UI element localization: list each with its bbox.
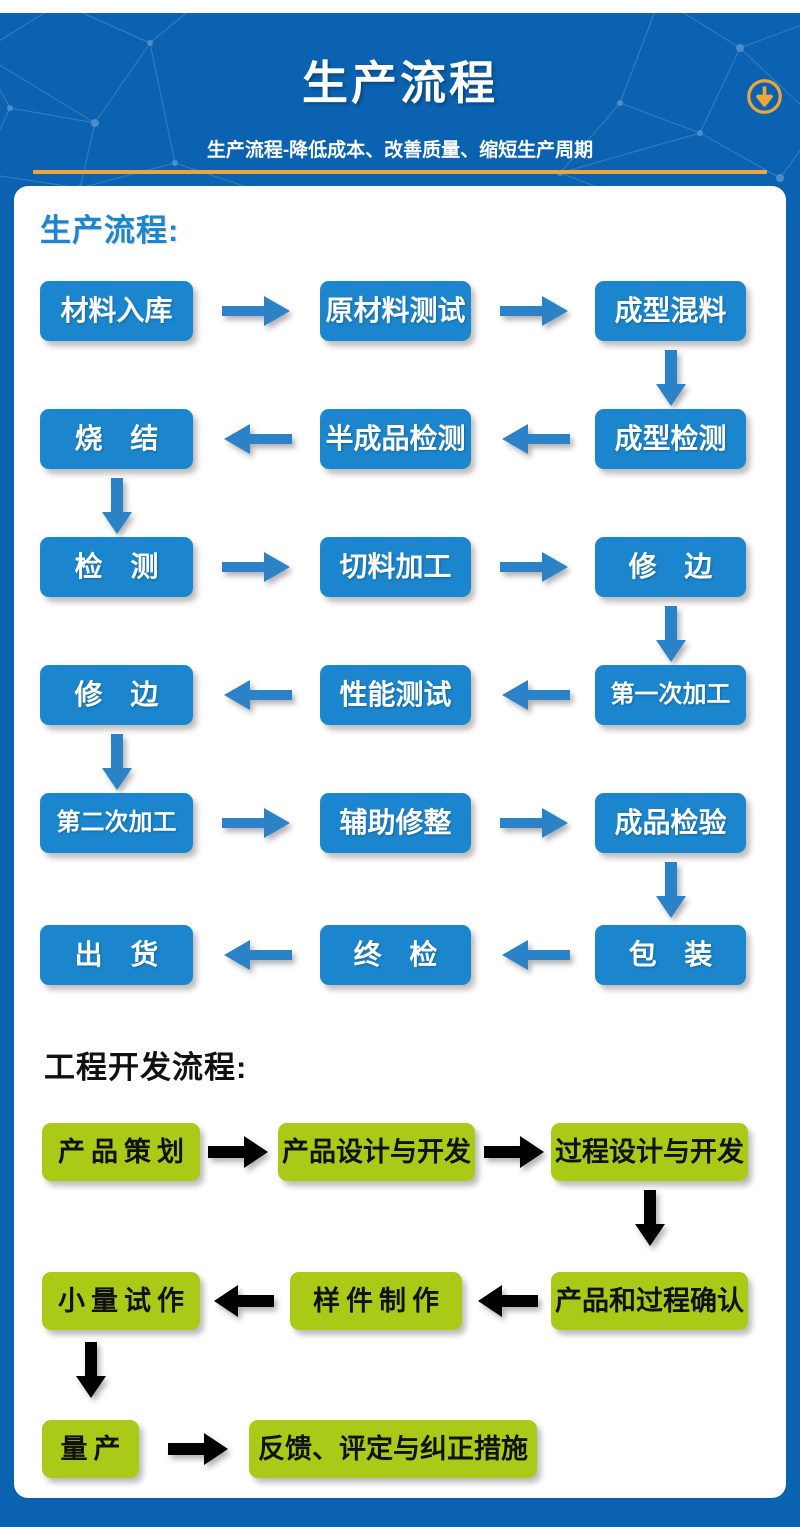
arrow-down-icon <box>656 606 686 662</box>
arrow-right-icon <box>208 1136 268 1168</box>
arrow-down-icon <box>102 734 132 790</box>
arrow-down-icon <box>656 350 686 406</box>
arrow-down-icon <box>635 1190 665 1246</box>
flow-box-production-r4c3[interactable]: 第一次加工 <box>595 665 746 725</box>
arrow-right-icon <box>222 552 290 582</box>
arrow-left-icon <box>224 680 292 710</box>
flow-box-engineering-r3c2[interactable]: 反馈、评定与纠正措施 <box>249 1420 537 1478</box>
arrow-left-icon <box>224 424 292 454</box>
arrow-left-icon <box>502 940 570 970</box>
flow-box-production-r1c1[interactable]: 材料入库 <box>40 281 193 341</box>
flow-box-production-r5c2[interactable]: 辅助修整 <box>320 793 471 853</box>
page-subtitle: 生产流程-降低成本、改善质量、缩短生产周期 <box>206 140 594 161</box>
arrow-right-icon <box>500 552 568 582</box>
arrow-left-icon <box>224 940 292 970</box>
arrow-left-icon <box>502 680 570 710</box>
arrow-right-icon <box>484 1136 544 1168</box>
arrow-right-icon <box>500 808 568 838</box>
arrow-right-icon <box>168 1433 228 1465</box>
page-title: 生产流程 <box>302 57 498 109</box>
flow-box-production-r6c2[interactable]: 终 检 <box>320 925 471 985</box>
section-title-engineering: 工程开发流程: <box>44 1050 248 1085</box>
flow-box-production-r3c3[interactable]: 修 边 <box>595 537 746 597</box>
arrow-right-icon <box>222 296 290 326</box>
arrow-right-icon <box>222 808 290 838</box>
flow-box-engineering-r2c3[interactable]: 产品和过程确认 <box>551 1272 748 1330</box>
arrow-down-icon <box>656 862 686 918</box>
flow-box-production-r5c1[interactable]: 第二次加工 <box>40 793 193 853</box>
flow-box-production-r2c3[interactable]: 成型检测 <box>595 409 746 469</box>
flow-box-production-r4c2[interactable]: 性能测试 <box>320 665 471 725</box>
arrow-left-icon <box>214 1285 274 1317</box>
arrow-down-icon <box>76 1342 106 1398</box>
flow-box-production-r2c2[interactable]: 半成品检测 <box>320 409 471 469</box>
flow-box-production-r3c2[interactable]: 切料加工 <box>320 537 471 597</box>
flow-box-production-r5c3[interactable]: 成品检验 <box>595 793 746 853</box>
page-header: 生产流程 生产流程-降低成本、改善质量、缩短生产周期 <box>0 13 800 188</box>
section-title-production: 生产流程: <box>40 213 180 248</box>
flow-box-production-r1c3[interactable]: 成型混料 <box>595 281 746 341</box>
arrow-left-icon <box>478 1285 538 1317</box>
flow-box-engineering-r1c3[interactable]: 过程设计与开发 <box>551 1123 748 1181</box>
arrow-right-icon <box>500 296 568 326</box>
flow-box-engineering-r1c2[interactable]: 产品设计与开发 <box>278 1123 475 1181</box>
arrow-down-icon <box>102 478 132 534</box>
flow-box-engineering-r3c1[interactable]: 量产 <box>42 1420 139 1478</box>
flow-box-engineering-r2c1[interactable]: 小量试作 <box>42 1272 200 1330</box>
download-circle-icon[interactable] <box>746 78 783 115</box>
flow-box-production-r4c1[interactable]: 修 边 <box>40 665 193 725</box>
flow-box-production-r1c2[interactable]: 原材料测试 <box>320 281 471 341</box>
flow-box-engineering-r1c1[interactable]: 产品策划 <box>42 1123 200 1181</box>
flow-box-production-r3c1[interactable]: 检 测 <box>40 537 193 597</box>
top-white-strip <box>0 0 800 13</box>
flow-box-production-r6c1[interactable]: 出 货 <box>40 925 193 985</box>
flow-box-production-r6c3[interactable]: 包 装 <box>595 925 746 985</box>
flow-box-engineering-r2c2[interactable]: 样件制作 <box>290 1272 462 1330</box>
flow-box-production-r2c1[interactable]: 烧 结 <box>40 409 193 469</box>
header-divider <box>33 170 767 174</box>
arrow-left-icon <box>502 424 570 454</box>
